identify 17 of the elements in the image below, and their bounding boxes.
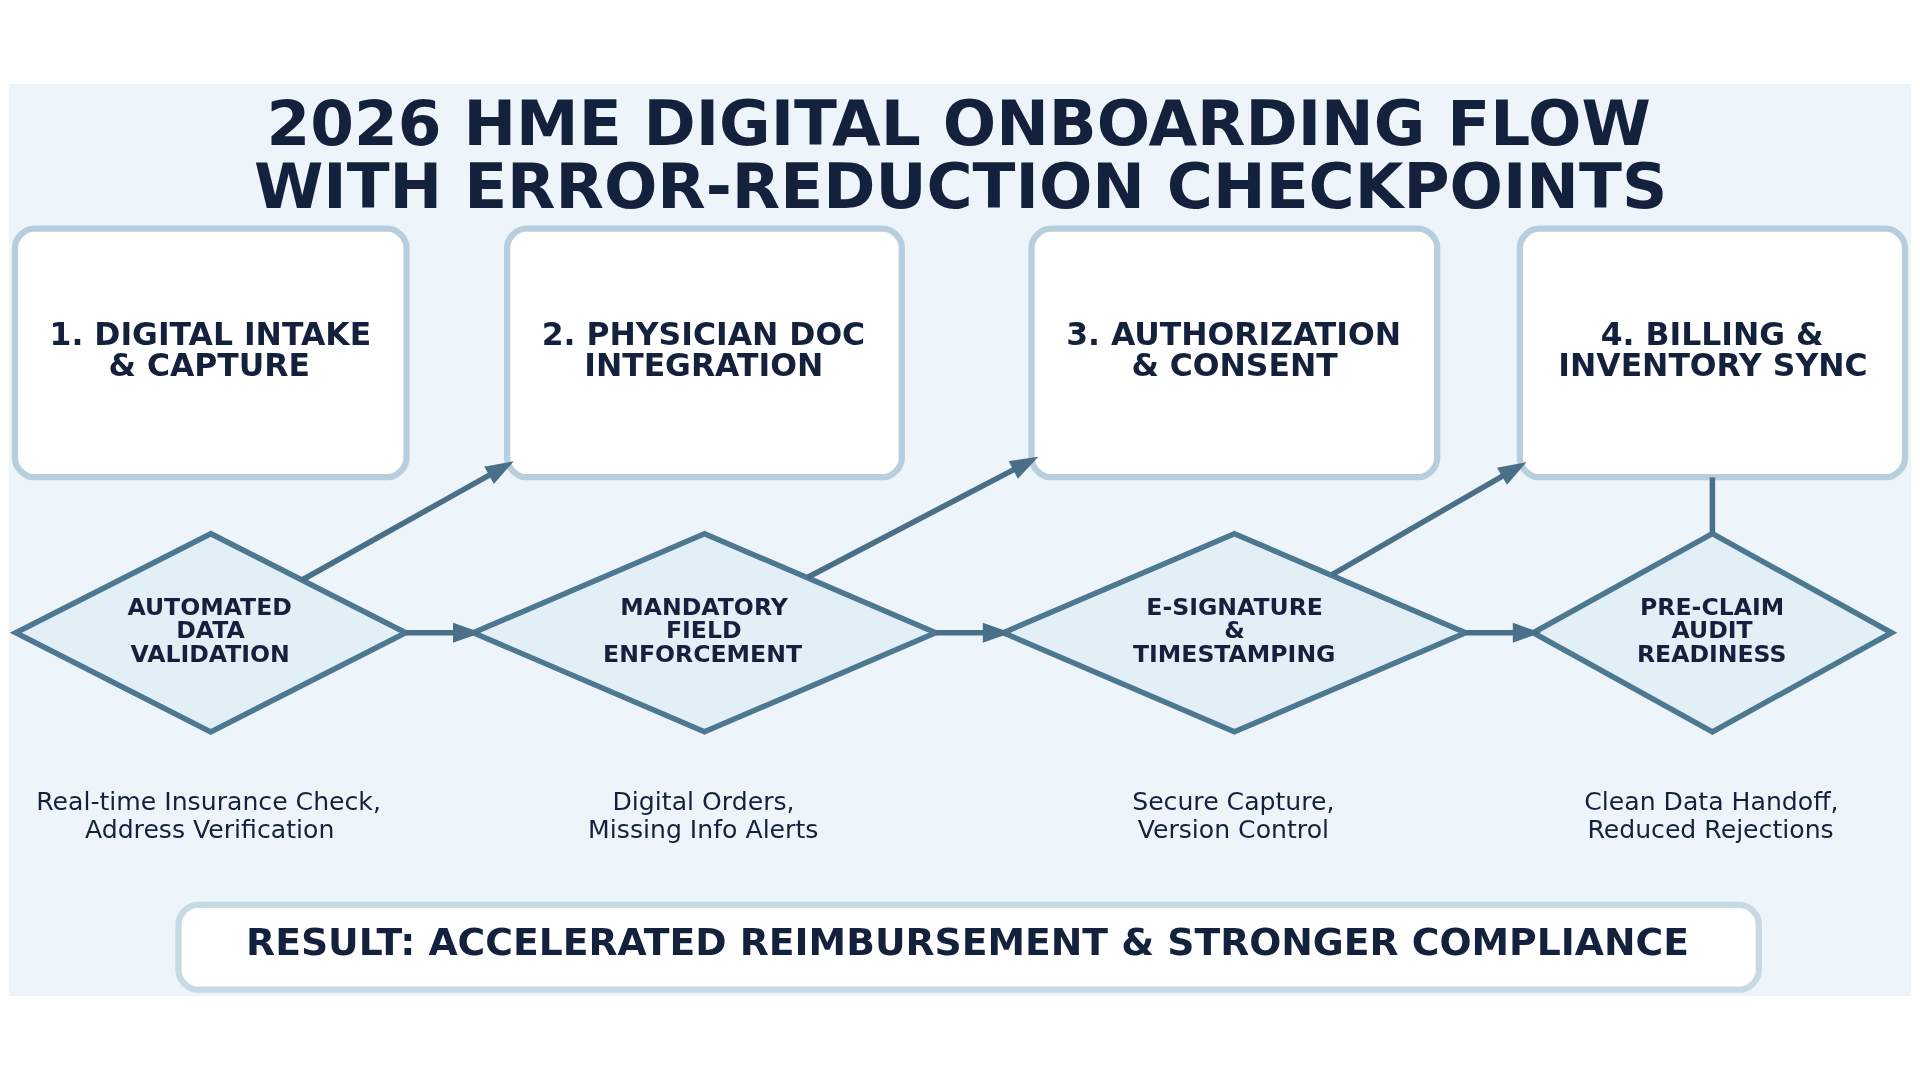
node-label: Secure Capture, Version Control — [1132, 787, 1335, 845]
node-box: 1. DIGITAL INTAKE & CAPTURE — [11, 225, 410, 481]
node-label: Real-time Insurance Check, Address Verification — [36, 787, 381, 845]
arrow — [1330, 462, 1527, 578]
node-box: 3. AUTHORIZATION & CONSENT — [1028, 225, 1441, 481]
node-box: 2. PHYSICIAN DOC INTEGRATION — [504, 225, 905, 481]
arrow — [806, 456, 1039, 580]
node-label: Digital Orders, Missing Info Alerts — [588, 787, 819, 845]
node-box: RESULT: ACCELERATED REIMBURSEMENT & STRONGER COMPLIANCE — [175, 901, 1762, 993]
diagram-title: 2026 HME DIGITAL ONBOARDING FLOW WITH ERROR-REDUCTION CHECKPOINTS — [253, 87, 1668, 224]
arrow — [301, 461, 514, 583]
arrow — [1465, 622, 1542, 643]
connector — [1709, 477, 1716, 534]
node-label: Clean Data Handoff, Reduced Rejections — [1584, 787, 1839, 845]
arrow — [406, 622, 482, 643]
node-box: 4. BILLING & INVENTORY SYNC — [1516, 225, 1909, 481]
arrow — [935, 622, 1012, 643]
